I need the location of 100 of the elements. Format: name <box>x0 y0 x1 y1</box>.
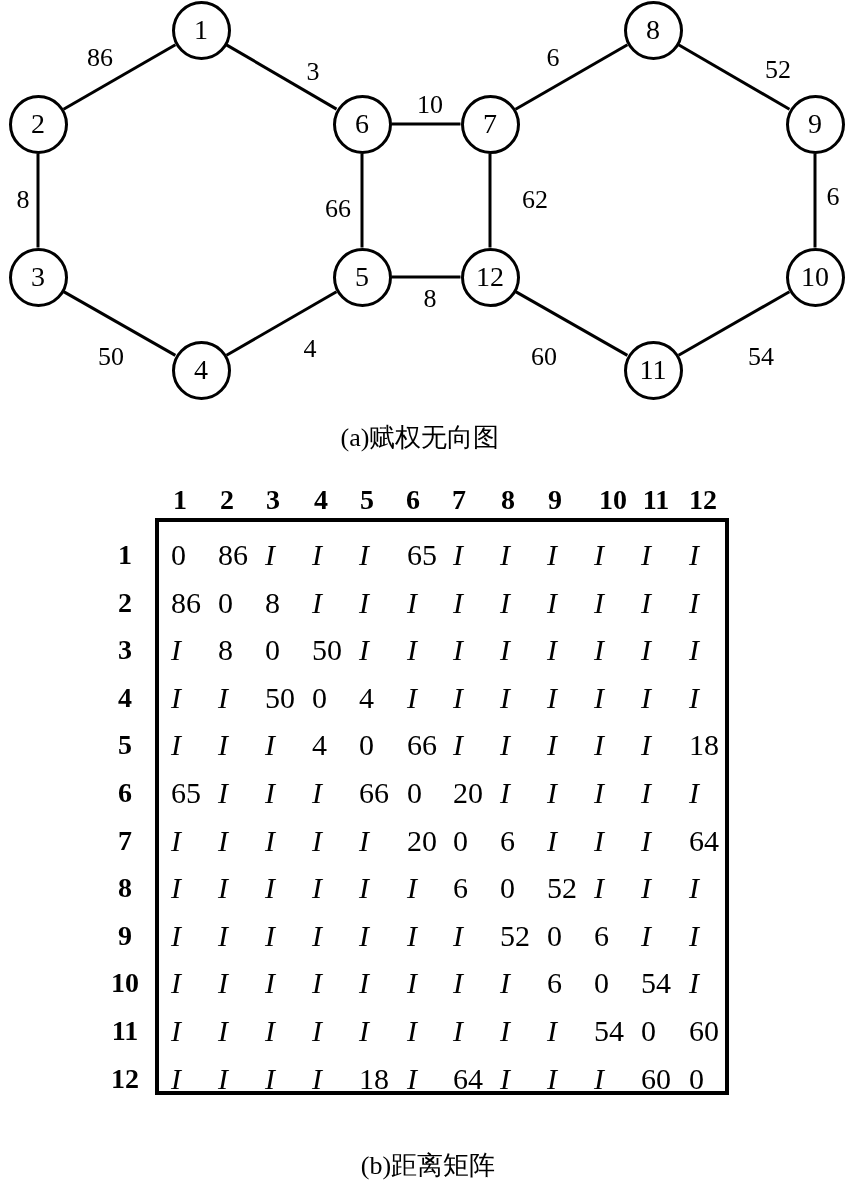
matrix-cell: 6 <box>453 873 468 904</box>
matrix-cell: I <box>641 873 651 904</box>
matrix-cell: I <box>594 587 604 618</box>
matrix-cell: I <box>407 873 417 904</box>
edge-label: 8 <box>423 286 437 312</box>
matrix-cell: 0 <box>689 1063 704 1094</box>
matrix-cell: 6 <box>594 920 609 951</box>
column-header: 8 <box>501 486 515 514</box>
matrix-cell: I <box>359 873 369 904</box>
edge-line <box>514 290 629 357</box>
matrix-cell: I <box>453 540 463 570</box>
matrix-cell: I <box>265 1063 275 1094</box>
column-header: 3 <box>266 486 280 514</box>
edge-label: 54 <box>748 344 774 370</box>
matrix-cell: 8 <box>265 587 280 618</box>
edge-line <box>391 275 461 279</box>
matrix-cell: I <box>594 635 604 666</box>
matrix-cell: 52 <box>500 920 530 951</box>
matrix-cell: I <box>171 682 181 713</box>
matrix-cell: I <box>547 540 557 570</box>
matrix-cell: I <box>171 968 181 999</box>
matrix-cell: I <box>689 587 699 618</box>
matrix-cell: 52 <box>547 873 577 904</box>
column-header: 10 <box>599 486 627 514</box>
matrix-cell: 64 <box>689 825 719 856</box>
vertex-circle: 8 <box>623 0 683 60</box>
matrix-cell: I <box>453 730 463 761</box>
matrix-cell: I <box>218 1063 228 1094</box>
matrix-cell: I <box>265 540 275 570</box>
matrix-cell: I <box>312 778 322 808</box>
matrix-cell: I <box>500 968 510 999</box>
matrix-cell: 6 <box>500 825 515 856</box>
matrix-cell: 50 <box>265 682 295 713</box>
matrix-cell: I <box>312 920 322 951</box>
matrix-cell: I <box>218 873 228 904</box>
matrix-cell: I <box>689 968 699 999</box>
matrix-cell: I <box>312 825 322 856</box>
matrix-cell: 20 <box>407 825 437 856</box>
matrix-cell: 86 <box>171 587 201 618</box>
edge-line <box>62 290 177 357</box>
edge-label: 4 <box>303 336 317 362</box>
edge-label: 10 <box>417 92 443 118</box>
matrix-cell: I <box>547 635 557 666</box>
edge-label: 60 <box>531 344 557 370</box>
matrix-cell: 6 <box>547 968 562 999</box>
matrix-cell: I <box>594 778 604 808</box>
edge-line <box>225 43 338 111</box>
matrix-cell: 0 <box>547 920 562 951</box>
matrix-cell: 66 <box>359 778 389 808</box>
vertex-circle: 7 <box>460 94 520 154</box>
row-header: 1 <box>118 541 132 569</box>
matrix-cell: I <box>312 1016 322 1046</box>
matrix-cell: I <box>218 730 228 761</box>
matrix-cell: I <box>689 540 699 570</box>
edge-label: 62 <box>522 187 548 213</box>
matrix-cell: I <box>312 587 322 618</box>
edge-label: 6 <box>546 45 560 71</box>
matrix-cell: I <box>641 778 651 808</box>
matrix-cell: I <box>453 1016 463 1046</box>
vertex-circle: 2 <box>8 94 68 154</box>
vertex-circle: 11 <box>623 340 683 400</box>
column-header: 9 <box>548 486 562 514</box>
matrix-cell: I <box>359 540 369 570</box>
matrix-cell: I <box>218 682 228 713</box>
vertex-circle: 10 <box>785 247 845 307</box>
edge-label: 6 <box>826 184 840 210</box>
matrix-cell: 0 <box>641 1016 656 1046</box>
matrix-cell: I <box>453 635 463 666</box>
column-header: 1 <box>173 486 187 514</box>
edge-line <box>225 290 338 357</box>
matrix-cell: I <box>641 920 651 951</box>
matrix-cell: I <box>500 682 510 713</box>
matrix-cell: I <box>359 920 369 951</box>
matrix-cell: 66 <box>407 730 437 761</box>
matrix-cell: I <box>594 825 604 856</box>
matrix-cell: I <box>407 968 417 999</box>
matrix-cell: I <box>265 730 275 761</box>
matrix-cell: 64 <box>453 1063 483 1094</box>
column-header: 6 <box>406 486 420 514</box>
matrix-cell: I <box>407 682 417 713</box>
edge-label: 8 <box>16 187 30 213</box>
row-header: 8 <box>118 874 132 903</box>
matrix-cell: I <box>689 778 699 808</box>
matrix-cell: I <box>265 1016 275 1046</box>
matrix-cell: I <box>312 968 322 999</box>
matrix-cell: I <box>500 540 510 570</box>
matrix-cell: 50 <box>312 635 342 666</box>
matrix-cell: I <box>265 968 275 999</box>
matrix-cell: I <box>594 540 604 570</box>
matrix-cell: I <box>171 1063 181 1094</box>
matrix-cell: I <box>359 635 369 666</box>
matrix-cell: I <box>594 682 604 713</box>
figure-caption: (a)赋权无向图 <box>340 425 500 451</box>
matrix-cell: 8 <box>218 635 233 666</box>
matrix-cell: I <box>218 920 228 951</box>
matrix-cell: I <box>689 682 699 713</box>
matrix-cell: 54 <box>594 1016 624 1046</box>
matrix-cell: 4 <box>359 682 374 713</box>
matrix-cell: I <box>171 825 181 856</box>
matrix-cell: 20 <box>453 778 483 808</box>
